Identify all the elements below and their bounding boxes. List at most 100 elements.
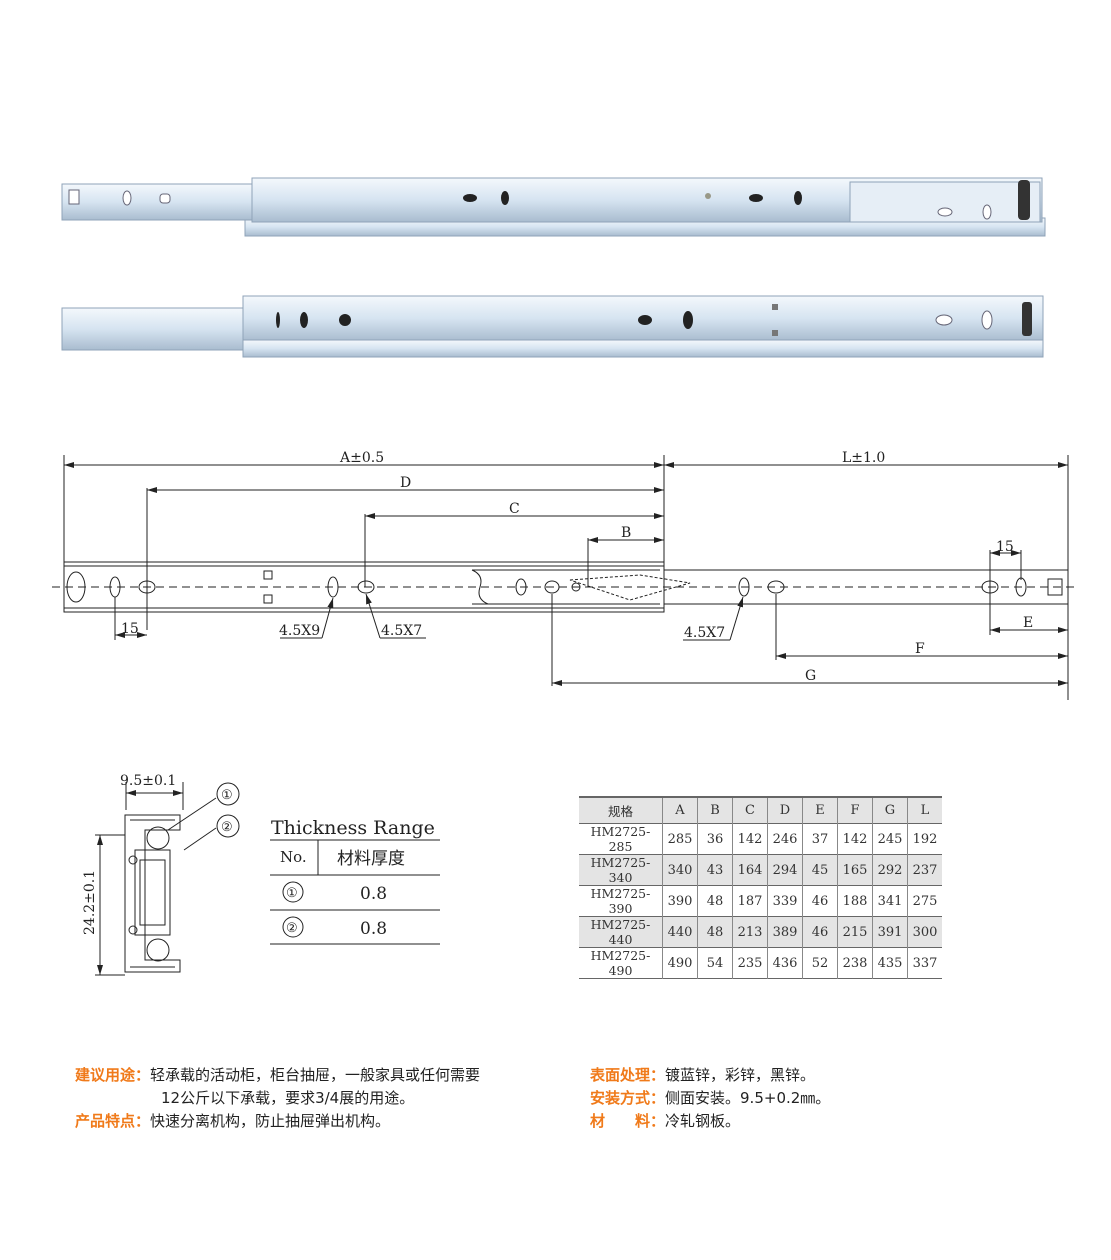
- header-cell: L: [907, 797, 942, 824]
- dim-c-label: C: [509, 501, 520, 517]
- value-cell: 440: [662, 916, 698, 948]
- value-cell: 292: [872, 854, 908, 886]
- value-cell: 390: [662, 885, 698, 917]
- rail-photo-top: [61, 177, 1046, 237]
- thickness-col-no: No.: [280, 848, 307, 866]
- dim-g-label: G: [805, 668, 816, 684]
- header-cell: C: [732, 797, 768, 824]
- value-cell: 54: [697, 947, 733, 979]
- value-cell: 142: [837, 823, 873, 855]
- value-cell: 490: [662, 947, 698, 979]
- value-cell: 48: [697, 885, 733, 917]
- value-cell: 389: [767, 916, 803, 948]
- value-cell: 436: [767, 947, 803, 979]
- value-cell: 142: [732, 823, 768, 855]
- model-cell: HM2725-440: [590, 917, 651, 947]
- usage-text-2: 12公斤以下承载，要求3/4展的用途。: [161, 1089, 415, 1107]
- thickness-row-1-no: ①: [286, 886, 298, 901]
- value-cell: 213: [732, 916, 768, 948]
- value-cell: 188: [837, 885, 873, 917]
- value-cell: 215: [837, 916, 873, 948]
- value-cell: 341: [872, 885, 908, 917]
- marker-1: ①: [221, 788, 233, 803]
- value-cell: 36: [697, 823, 733, 855]
- dim-l-label: L±1.0: [842, 450, 885, 466]
- thickness-title: Thickness Range: [271, 817, 435, 839]
- value-cell: 285: [662, 823, 698, 855]
- model-cell: HM2725-340: [590, 855, 651, 885]
- section-height-label: 24.2±0.1: [82, 870, 98, 935]
- value-cell: 46: [802, 885, 838, 917]
- value-cell: 246: [767, 823, 803, 855]
- value-cell: 337: [907, 947, 942, 979]
- value-cell: 43: [697, 854, 733, 886]
- section-width-label: 9.5±0.1: [120, 773, 176, 789]
- dimension-drawing: A±0.5 L±1.0 D C B 15 15 4.5X9 4.5X7 4.5X…: [52, 450, 1075, 700]
- model-cell: HM2725-390: [590, 886, 651, 916]
- dim-d-label: D: [400, 475, 411, 491]
- value-cell: 52: [802, 947, 838, 979]
- value-cell: 187: [732, 885, 768, 917]
- surface-label: 表面处理：: [590, 1066, 666, 1084]
- dim-f-label: F: [915, 641, 925, 657]
- cross-section-drawing: 9.5±0.1 24.2±0.1 ① ② Thickness Range No.…: [82, 773, 440, 976]
- surface-text: 镀蓝锌，彩锌，黑锌。: [665, 1066, 816, 1084]
- value-cell: 237: [907, 854, 942, 886]
- header-cell: B: [697, 797, 733, 824]
- feature-text: 快速分离机构，防止抽屉弹出机构。: [150, 1112, 391, 1130]
- value-cell: 164: [732, 854, 768, 886]
- usage-text: 轻承载的活动柜，柜台抽屉，一般家具或任何需要: [150, 1066, 481, 1084]
- value-cell: 45: [802, 854, 838, 886]
- header-cell: F: [837, 797, 873, 824]
- value-cell: 192: [907, 823, 942, 855]
- header-cell: A: [662, 797, 698, 824]
- feature-label: 产品特点：: [75, 1112, 151, 1130]
- rail-photo-bottom: [61, 295, 1044, 358]
- value-cell: 235: [732, 947, 768, 979]
- rail-photos: [61, 177, 1046, 358]
- value-cell: 435: [872, 947, 908, 979]
- dim-a-label: A±0.5: [339, 450, 384, 466]
- dim-15-right-label: 15: [996, 539, 1014, 555]
- value-cell: 48: [697, 916, 733, 948]
- material-text: 冷轧钢板。: [665, 1112, 741, 1130]
- notes-left: 建议用途：轻承载的活动柜，柜台抽屉，一般家具或任何需要 12公斤以下承载，要求3…: [75, 1064, 480, 1133]
- header-cell: 规格: [607, 804, 633, 819]
- marker-2: ②: [221, 820, 233, 835]
- model-cell: HM2725-490: [590, 948, 651, 978]
- install-label: 安装方式：: [590, 1089, 666, 1107]
- dim-b-label: B: [621, 525, 631, 541]
- header-cell: G: [872, 797, 908, 824]
- thickness-col-material: 材料厚度: [337, 849, 405, 869]
- hole-4-5x7-label: 4.5X7: [381, 623, 422, 639]
- dim-15-left-label: 15: [121, 621, 139, 637]
- value-cell: 245: [872, 823, 908, 855]
- thickness-row-1-value: 0.8: [360, 884, 387, 904]
- value-cell: 46: [802, 916, 838, 948]
- spec-table-header: 规格 A B C D E F G L: [579, 797, 942, 824]
- header-cell: E: [802, 797, 838, 824]
- value-cell: 165: [837, 854, 873, 886]
- value-cell: 275: [907, 885, 942, 917]
- thickness-row-2-value: 0.8: [360, 919, 387, 939]
- usage-label: 建议用途：: [75, 1066, 151, 1084]
- value-cell: 391: [872, 916, 908, 948]
- header-cell: D: [767, 797, 803, 824]
- value-cell: 339: [767, 885, 803, 917]
- value-cell: 37: [802, 823, 838, 855]
- material-label: 材 料：: [590, 1112, 666, 1130]
- hole-4-5x7-right-label: 4.5X7: [684, 625, 725, 641]
- hole-4-5x9-label: 4.5X9: [279, 623, 320, 639]
- value-cell: 300: [907, 916, 942, 948]
- thickness-row-2-no: ②: [286, 921, 298, 936]
- value-cell: 238: [837, 947, 873, 979]
- value-cell: 340: [662, 854, 698, 886]
- value-cell: 294: [767, 854, 803, 886]
